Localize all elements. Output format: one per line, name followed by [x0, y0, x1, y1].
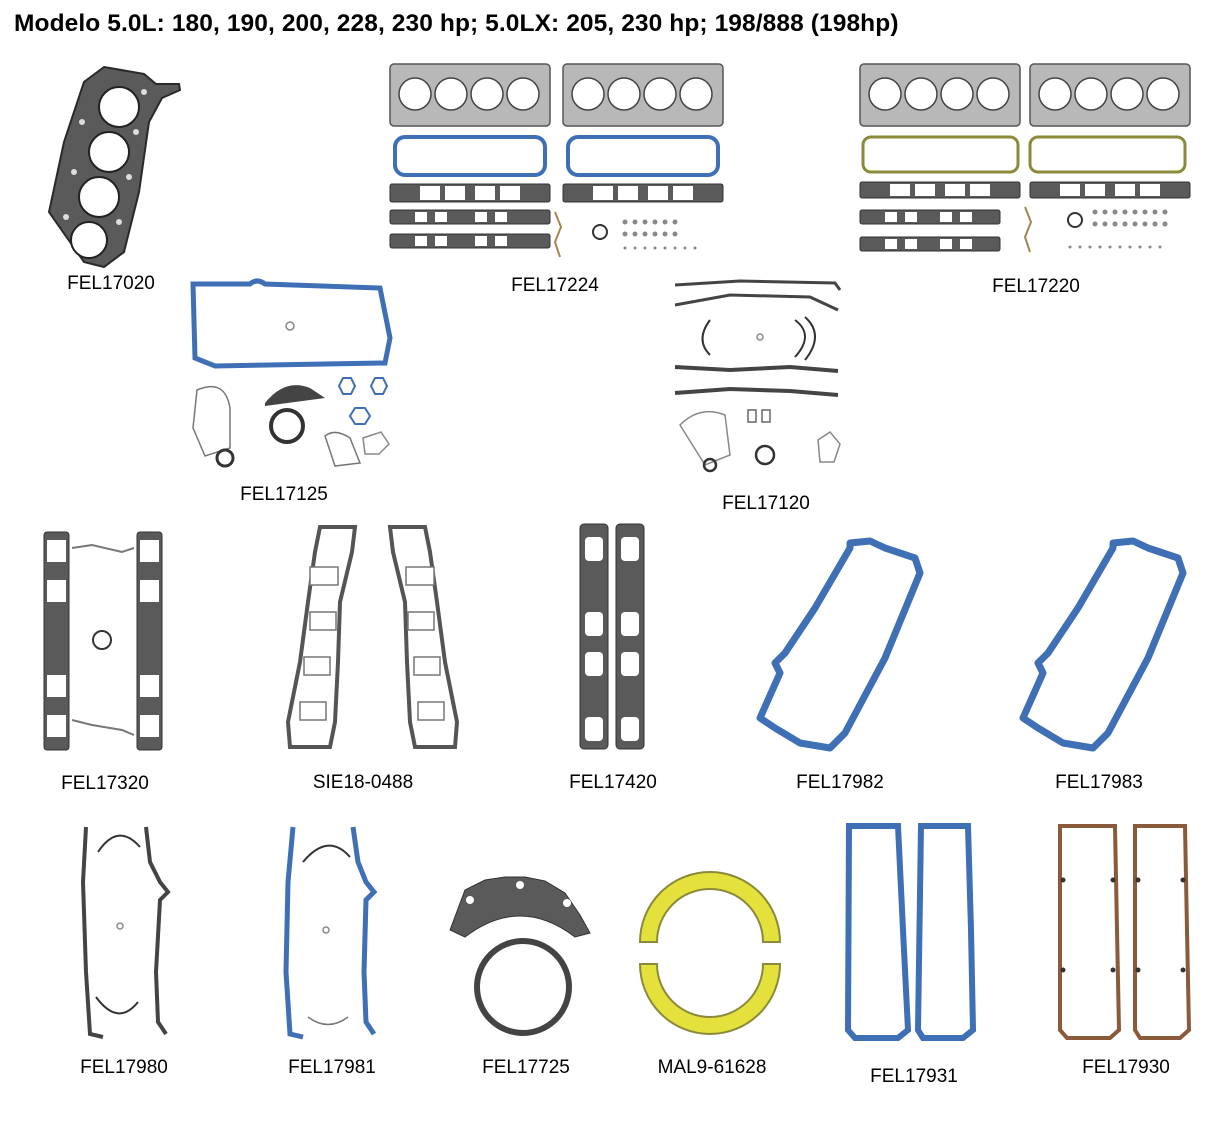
- oil-pan-gasket-set-image: [670, 275, 845, 475]
- part-code-fel17220: FEL17220: [992, 276, 1080, 297]
- exhaust-gasket-pair-image: [578, 522, 648, 752]
- part-code-fel17981: FEL17981: [288, 1057, 376, 1078]
- part-code-fel17725: FEL17725: [482, 1057, 570, 1078]
- part-code-fel17982: FEL17982: [796, 772, 884, 793]
- valve-cover-gaskets-copper-image: [1055, 820, 1195, 1045]
- oil-pan-gasket-blue-a-image: [755, 537, 925, 753]
- part-code-fel17930: FEL17930: [1082, 1057, 1170, 1078]
- part-code-fel17125: FEL17125: [240, 484, 328, 505]
- part-code-fel17420: FEL17420: [569, 772, 657, 793]
- part-code-fel17983: FEL17983: [1055, 772, 1143, 793]
- part-code-fel17931: FEL17931: [870, 1066, 958, 1087]
- part-code-fel17320: FEL17320: [61, 773, 149, 794]
- full-gasket-set-cork-image: [855, 62, 1200, 262]
- intake-gasket-pair-image: [280, 522, 465, 757]
- intake-manifold-set-image: [42, 530, 167, 755]
- rear-main-seal-yellow-image: [635, 862, 785, 1047]
- valve-cover-gaskets-blue-image: [843, 820, 978, 1045]
- lower-gasket-set-image: [185, 278, 400, 473]
- part-code-fel17120: FEL17120: [722, 493, 810, 514]
- rear-main-seal-image: [445, 875, 595, 1040]
- oil-pan-gasket-blue-b-image: [1018, 537, 1193, 753]
- head-gasket-image: [44, 62, 184, 269]
- part-code-fel17224: FEL17224: [511, 275, 599, 296]
- part-code-fel17980: FEL17980: [80, 1057, 168, 1078]
- part-code-mal9-61628: MAL9-61628: [657, 1057, 767, 1078]
- part-code-sie18-0488: SIE18-0488: [312, 772, 414, 793]
- oil-pan-gasket-blue-rails-image: [278, 822, 388, 1042]
- part-code-fel17020: FEL17020: [67, 273, 155, 294]
- oil-pan-gasket-gray-image: [78, 822, 178, 1042]
- full-gasket-set-blue-image: [385, 62, 735, 262]
- page-title: Modelo 5.0L: 180, 190, 200, 228, 230 hp;…: [14, 10, 899, 37]
